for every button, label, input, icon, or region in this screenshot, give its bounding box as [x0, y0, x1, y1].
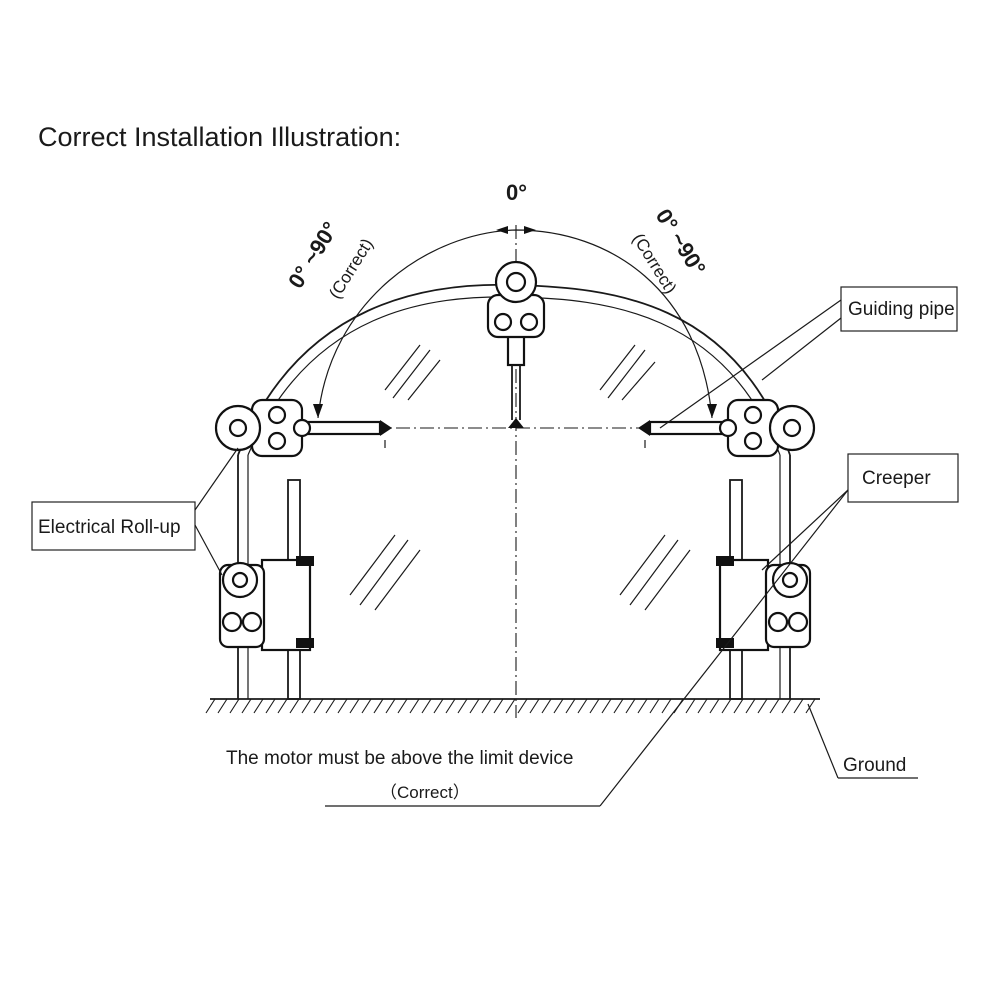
ground-hatch-line [457, 698, 468, 714]
ground-hatch-line [685, 698, 696, 714]
ground-hatch-line [373, 698, 384, 714]
ground-hatch-line [337, 698, 348, 714]
left-upper-motor [214, 398, 392, 458]
ground-hatch-line [241, 698, 252, 714]
ground-hatch-line [769, 698, 780, 714]
electrical-rollup-label: Electrical Roll-up [38, 517, 181, 538]
ground-hatch-line [553, 698, 564, 714]
motor-note-text: The motor must be above the limit device [226, 748, 573, 769]
ground-hatch-line [709, 698, 720, 714]
ground-label: Ground [843, 755, 906, 776]
ground-hatch-line [265, 698, 276, 714]
ground-hatch-line [601, 698, 612, 714]
ground-callout: Ground [807, 703, 918, 779]
ground-hatch-line [493, 698, 504, 714]
guiding-pipe-callout: Guiding pipe [659, 286, 958, 429]
ground-hatch-line [289, 698, 300, 714]
ground-hatch-line [361, 698, 372, 714]
creeper-label: Creeper [862, 468, 931, 489]
angle-top-label: 0° [506, 180, 527, 205]
motor-note-correct: （Correct） [380, 783, 470, 802]
ground-hatch-line [517, 698, 528, 714]
right-lower-motor [716, 556, 812, 652]
ground-hatch-line [649, 698, 660, 714]
ground-hatch-line [589, 698, 600, 714]
diagram-title: Correct Installation Illustration: [38, 122, 401, 152]
ground-hatch-line [205, 698, 216, 714]
ground-hatch-line [301, 698, 312, 714]
electrical-rollup-callout: Electrical Roll-up [31, 447, 239, 576]
ground-hatch-line [385, 698, 396, 714]
ground-hatch-line [637, 698, 648, 714]
ground-hatch-line [613, 698, 624, 714]
ground-hatch-line [577, 698, 588, 714]
left-lower-motor [218, 556, 314, 652]
ground-hatch-line [805, 698, 816, 714]
ground-hatch-line [505, 698, 516, 714]
ground-hatch-line [325, 698, 336, 714]
ground-hatch-line [409, 698, 420, 714]
ground-hatch-line [469, 698, 480, 714]
right-upper-motor [638, 398, 816, 458]
guiding-pipe-label: Guiding pipe [848, 299, 955, 320]
ground-hatch-line [733, 698, 744, 714]
ground-hatch-line [697, 698, 708, 714]
ground-hatch-line [781, 698, 792, 714]
ground-hatch-line [421, 698, 432, 714]
ground-hatch-line [565, 698, 576, 714]
ground-hatch-line [229, 698, 240, 714]
ground-hatch-line [217, 698, 228, 714]
ground-hatch-line [661, 698, 672, 714]
ground-hatch-line [481, 698, 492, 714]
ground-hatch-line [445, 698, 456, 714]
ground-hatch-line [277, 698, 288, 714]
ground-hatch-line [433, 698, 444, 714]
motor-note: The motor must be above the limit device… [226, 748, 600, 807]
ground-hatch-line [541, 698, 552, 714]
glass-reflection-marks [349, 344, 691, 611]
ground-hatch-line [745, 698, 756, 714]
ground-hatch-line [349, 698, 360, 714]
ground-hatch-line [253, 698, 264, 714]
ground-hatch-line [757, 698, 768, 714]
ground-hatch-line [529, 698, 540, 714]
top-motor [486, 260, 546, 428]
ground-surface [205, 698, 820, 714]
ground-hatch-line [625, 698, 636, 714]
ground-hatch-line [313, 698, 324, 714]
ground-hatch-line [793, 698, 804, 714]
rotation-arc [313, 226, 717, 419]
creeper-callout: Creeper [599, 453, 959, 807]
ground-hatch-line [397, 698, 408, 714]
ground-hatch-line [721, 698, 732, 714]
